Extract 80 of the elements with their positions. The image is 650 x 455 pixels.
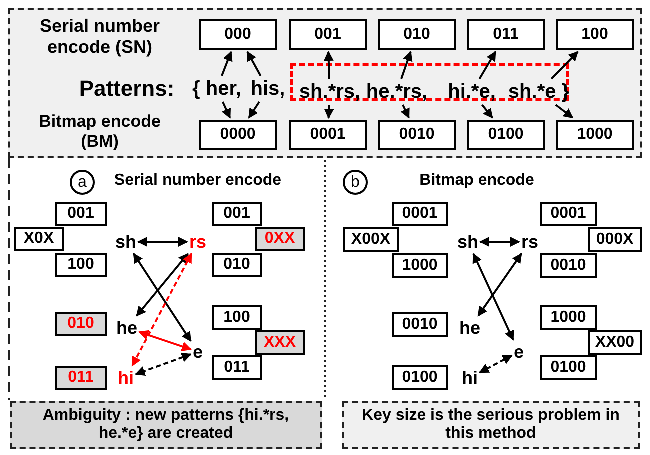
code-box: X0X: [14, 227, 64, 251]
code-box: XXX: [255, 330, 305, 355]
pattern-text: sh.*e }: [508, 81, 570, 103]
code-box: 0010: [540, 253, 597, 278]
arrow: [138, 237, 188, 247]
arrow: [138, 330, 192, 352]
arrow: [480, 237, 520, 247]
code-box: 001: [55, 202, 107, 226]
pattern-label: hi: [118, 368, 134, 388]
pattern-text: { her,: [192, 78, 242, 100]
arrow: [221, 51, 233, 76]
pattern-text: hi.*e,: [448, 81, 496, 103]
code-box: 0001: [540, 202, 597, 226]
circle-marker: b: [343, 170, 368, 195]
pattern-label: he: [460, 318, 480, 338]
arrow: [400, 51, 413, 80]
arrow: [135, 352, 192, 376]
code-box: 100: [212, 305, 262, 330]
row-label: Patterns:: [78, 76, 176, 102]
code-box: 100: [556, 19, 634, 50]
panel-title: Bitmap encode: [418, 172, 536, 190]
pattern-text: his,: [250, 78, 286, 100]
pattern-text: sh.*rs,: [299, 81, 361, 103]
circle-marker: a: [70, 170, 95, 195]
arrow: [482, 104, 494, 119]
arrow: [222, 102, 232, 119]
code-box: 0001: [392, 202, 448, 226]
code-box: 0000: [199, 120, 277, 150]
arrow: [550, 51, 579, 80]
row-label: Serial number encode (SN): [38, 16, 162, 58]
code-box: 011: [55, 366, 107, 390]
arrow: [324, 104, 334, 119]
pattern-label: sh: [458, 232, 478, 252]
pattern-text: he.*rs,: [366, 81, 428, 103]
pattern-label: rs: [522, 232, 538, 252]
code-box: 011: [467, 19, 545, 50]
highlight-frame: [290, 63, 569, 101]
pattern-label: e: [514, 342, 524, 362]
note-box: Key size is the serious problem in this method: [342, 401, 640, 449]
pattern-label: he: [116, 318, 138, 338]
code-box: 000X: [588, 227, 642, 252]
arrow: [248, 101, 260, 119]
code-box: 010: [55, 312, 107, 336]
code-box: XX00: [588, 330, 642, 355]
arrow: [133, 253, 192, 342]
pattern-label: hi: [462, 368, 478, 388]
code-box: 011: [212, 355, 262, 380]
panel-title: Serial number encode: [113, 172, 283, 190]
code-box: X00X: [343, 227, 399, 252]
code-box: 0100: [392, 365, 448, 390]
code-box: 0100: [467, 120, 545, 150]
arrow: [478, 51, 497, 80]
code-box: 100: [55, 253, 107, 277]
arrow: [472, 253, 514, 341]
code-box: 1000: [540, 305, 597, 330]
note-box: Ambiguity : new patterns {hi.*rs, he.*e} are created: [10, 401, 322, 449]
pattern-label: rs: [190, 232, 206, 252]
arrow: [478, 253, 522, 317]
code-box: 000: [199, 19, 277, 50]
code-box: 0XX: [255, 227, 305, 251]
arrow: [132, 253, 192, 367]
code-box: 010: [378, 19, 456, 50]
pattern-label: e: [193, 342, 203, 362]
code-box: 001: [212, 202, 262, 226]
code-box: 1000: [392, 253, 448, 278]
panel: [8, 8, 642, 158]
code-box: 0100: [540, 355, 597, 380]
code-box: 010: [212, 253, 262, 277]
arrow: [555, 104, 574, 119]
code-box: 0010: [392, 312, 448, 337]
arrow: [479, 354, 513, 374]
arrow: [246, 51, 262, 76]
code-box: 0010: [378, 120, 456, 150]
code-box: 0001: [289, 120, 367, 150]
code-box: 001: [289, 19, 367, 50]
code-box: 1000: [556, 120, 634, 150]
arrow: [136, 253, 189, 317]
arrow: [400, 104, 410, 119]
row-label: Bitmap encode (BM): [38, 112, 162, 152]
pattern-label: sh: [116, 232, 136, 252]
